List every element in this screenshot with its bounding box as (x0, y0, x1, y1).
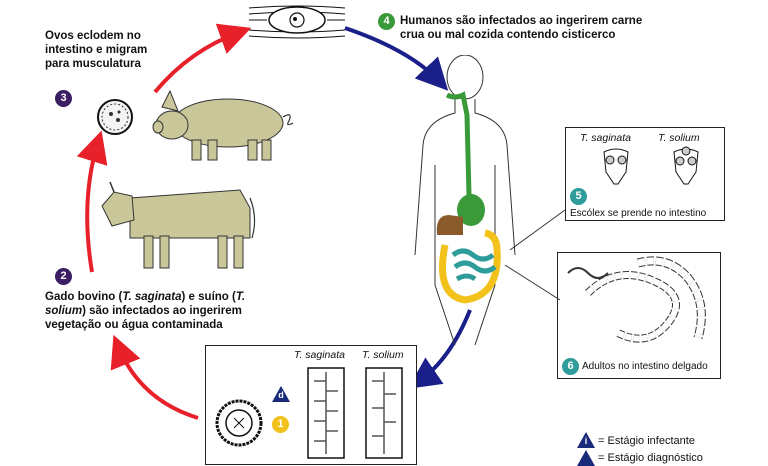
proglottid-saginata-image (307, 367, 345, 459)
infective-stage-icon (577, 432, 595, 448)
stage-4-line1: Humanos são infectados ao ingerirem carn… (400, 15, 643, 27)
proglottid-solium-image (365, 367, 403, 459)
stage-5-species-1: T. saginata (580, 132, 631, 144)
stage-3-badge: 3 (55, 90, 72, 107)
stage-1-badge: 1 (272, 416, 289, 433)
egg-image (215, 399, 263, 447)
adult-tapeworms-image (567, 256, 706, 343)
scolex-solium-image (673, 146, 699, 185)
stage-4-line2: crua ou mal cozida contendo cisticerco (400, 29, 616, 41)
scolex-saginata-image (603, 148, 629, 185)
stage-3-label: Ovos eclodem no intestino e migram para … (45, 29, 147, 71)
bottom-species-1: T. saginata (294, 349, 345, 361)
stage-2-label: Gado bovino (T. saginata) e suíno (T. so… (45, 291, 246, 331)
eggs-proglottids-box: T. saginata T. solium d 1 (205, 345, 417, 465)
stage-4-badge: 4 (378, 13, 395, 30)
arrow-human-to-eggs (408, 309, 472, 389)
stage-6-badge: 6 (562, 358, 579, 375)
stage-3-line2: intestino e migram (45, 44, 148, 56)
cow-image (101, 181, 256, 269)
bottom-species-2: T. solium (362, 349, 404, 361)
stage-3-line1: Ovos eclodem no (45, 30, 141, 42)
diagnostic-stage-icon (272, 386, 290, 402)
stage-5-species-2: T. solium (658, 132, 700, 144)
stage-4-label: Humanos são infectados ao ingerirem carn… (400, 14, 642, 42)
human-body-image (414, 55, 516, 345)
legend-diagnostic-text: = Estágio diagnóstico (598, 452, 703, 464)
pig-image (152, 89, 294, 161)
stage-2-badge: 2 (55, 268, 72, 285)
cysticercus-in-muscle-image (248, 5, 346, 39)
diagnostic-legend-icon (577, 450, 595, 466)
stage-5-caption: Escólex se prende no intestino (570, 208, 707, 219)
stage-5-box: T. saginata T. solium 5 Escólex se prend… (565, 127, 725, 221)
infective-letter: i (584, 436, 588, 446)
arrow-eggs-to-2 (110, 334, 199, 420)
stage-6-caption: Adultos no intestino delgado (582, 361, 708, 372)
legend-infective-text: = Estágio infectante (598, 435, 695, 447)
stage-6-box: 6 Adultos no intestino delgado (557, 252, 721, 379)
arrow-2-to-3 (76, 130, 108, 273)
stage-3-line3: para musculatura (45, 58, 141, 70)
oncosphere-image (97, 99, 133, 135)
arrow-cyst-to-human (344, 26, 449, 91)
diagnostic-letter: d (278, 390, 284, 400)
arrow-3-to-cyst (153, 23, 252, 94)
stage-5-badge: 5 (570, 188, 587, 205)
